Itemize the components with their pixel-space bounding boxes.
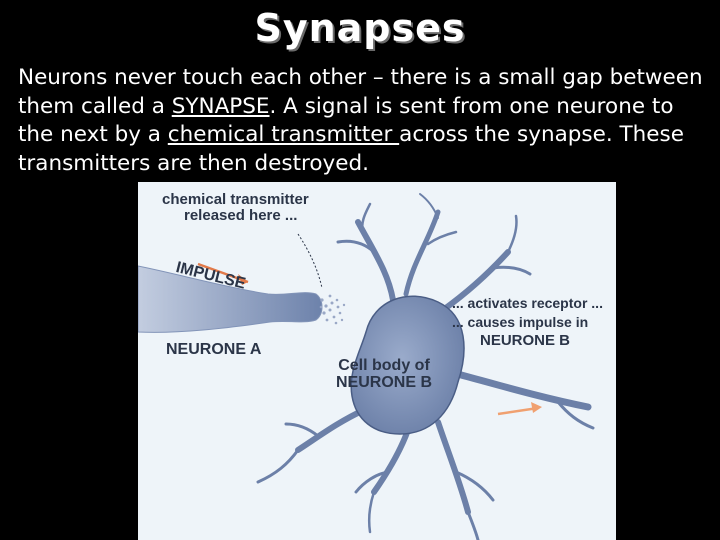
body-line-2-end: . A signal is sent from one neurone to (269, 93, 674, 119)
chemical-transmitter-term: chemical transmitter (167, 122, 400, 147)
body-line-4: transmitters are then destroyed. (18, 150, 369, 176)
label-cell-body: Cell body of NEURONE B (336, 357, 433, 392)
label-receptor-line-2: ... causes impulse in (452, 313, 589, 330)
body-line-3-start: the next by a (18, 122, 168, 147)
slide-title: Synapses (254, 6, 466, 50)
outgoing-impulse-arrow (497, 402, 542, 416)
label-receptor-line-1: ... activates receptor ... (452, 295, 603, 311)
neurone-b-cell-body (350, 295, 465, 435)
label-cell-body-line-2: NEURONE B (336, 373, 433, 391)
label-transmitter-line-2: released here ... (184, 206, 298, 224)
synapse-diagram: chemical transmitter released here ... I… (138, 182, 616, 540)
impulse-arrow (197, 262, 249, 285)
synapse-diagram-drawing (138, 193, 595, 540)
label-cell-body-line-1: Cell body of (338, 357, 430, 374)
slide-body-text: Neurons never touch each other – there i… (18, 64, 720, 178)
label-transmitter-line-1: chemical transmitter (162, 191, 309, 208)
body-line-3: the next by a chemical transmitter acros… (18, 121, 720, 150)
synapse-term: SYNAPSE (171, 93, 270, 119)
body-line-3-end: across the synapse. These (399, 122, 684, 147)
label-neurone-a: NEURONE A (166, 341, 262, 358)
neurone-a-axon (138, 265, 323, 333)
body-line-1: Neurons never touch each other – there i… (18, 65, 703, 90)
label-receptor: ... activates receptor ... ... causes im… (452, 296, 603, 349)
label-chemical-transmitter: chemical transmitter released here ... (162, 192, 309, 224)
label-receptor-line-3: NEURONE B (480, 332, 571, 350)
transmitter-molecules (319, 294, 346, 325)
body-line-2: them called a SYNAPSE. A signal is sent … (18, 93, 720, 122)
transmitter-pointer (297, 233, 323, 289)
neurone-b-dendrites (256, 193, 595, 540)
body-line-2-start: them called a (18, 93, 172, 119)
